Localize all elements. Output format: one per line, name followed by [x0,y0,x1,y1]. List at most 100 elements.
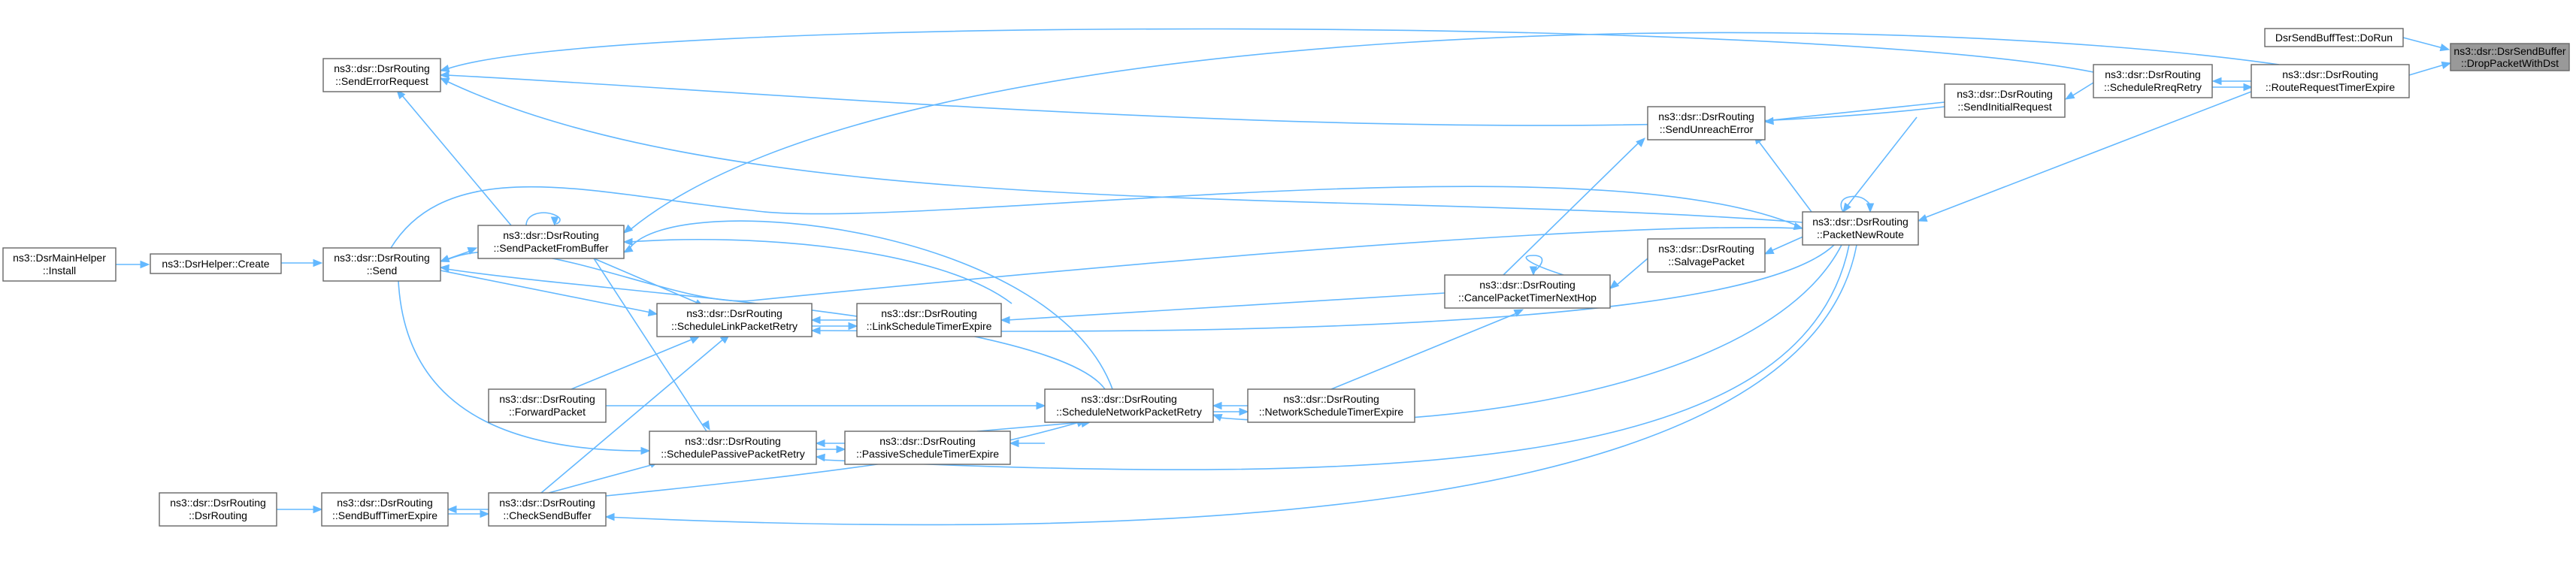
edge-arrowhead [1239,407,1249,416]
edge-50 [390,186,1804,249]
node-forward-packet[interactable]: ns3::dsr::DsrRouting ::ForwardPacket [488,388,607,423]
edge-31 [606,401,1046,410]
svg-text:ns3::dsr::DsrRouting: ns3::dsr::DsrRouting [499,393,595,405]
svg-text:::SchedulePassivePacketRetry: ::SchedulePassivePacketRetry [661,448,804,460]
node-send-buff-timer-expire[interactable]: ns3::dsr::DsrRouting ::SendBuffTimerExpi… [321,492,449,527]
svg-text:::SendBuffTimerExpire: ::SendBuffTimerExpire [332,509,437,521]
edge-3 [2212,83,2254,92]
node-dorun[interactable]: DsrSendBuffTest::DoRun [2264,28,2404,47]
edge-line [525,212,561,226]
edge-arrowhead [439,77,450,86]
edge-line [440,270,652,313]
edge-arrowhead [439,64,450,73]
svg-text:::CancelPacketTimerNextHop: ::CancelPacketTimerNextHop [1458,292,1597,304]
node-dsr-main-helper-install[interactable]: ns3::DsrMainHelper ::Install [2,247,117,282]
edge-arrowhead [1842,202,1851,213]
node-check-send-buffer[interactable]: ns3::dsr::DsrRouting ::CheckSendBuffer [488,492,607,527]
svg-text:ns3::dsr::DsrRouting: ns3::dsr::DsrRouting [1812,216,1909,228]
node-dsr-helper-create[interactable]: ns3::DsrHelper::Create [150,253,282,274]
node-drop-packet-with-dst[interactable]: ns3::dsr::DsrSendBuffer ::DropPacketWith… [2450,43,2570,71]
node-salvage-packet[interactable]: ns3::dsr::DsrRouting ::SalvagePacket [1647,238,1766,273]
edge-line [446,268,1106,390]
svg-text:::LinkScheduleTimerExpire: ::LinkScheduleTimerExpire [867,320,992,332]
edge-arrowhead [140,260,150,269]
edge-24 [1213,407,1249,416]
edge-arrowhead [1036,401,1046,410]
svg-text:ns3::dsr::DsrRouting: ns3::dsr::DsrRouting [881,307,977,319]
node-schedule-link-packet-retry[interactable]: ns3::dsr::DsrRouting ::ScheduleLinkPacke… [656,303,813,337]
edge-arrowhead [2439,43,2450,52]
svg-text:ns3::dsr::DsrRouting: ns3::dsr::DsrRouting [2105,68,2201,80]
edge-47 [525,212,561,227]
edge-line [1924,91,2252,219]
svg-text:ns3::dsr::DsrRouting: ns3::dsr::DsrRouting [1658,243,1754,255]
edge-line [401,94,512,226]
svg-text:::DropPacketWithDst: ::DropPacketWithDst [2461,57,2559,69]
svg-text:::PacketNewRoute: ::PacketNewRoute [1817,228,1904,240]
node-passive-schedule-timer-expire[interactable]: ns3::dsr::DsrRouting ::PassiveScheduleTi… [844,431,1011,465]
edge-arrowhead [2243,83,2254,92]
edge-arrowhead [467,247,478,255]
edge-arrowhead [810,316,821,325]
edge-arrowhead [1636,137,1645,147]
node-schedule-passive-packet-retry[interactable]: ns3::dsr::DsrRouting ::SchedulePassivePa… [649,431,817,465]
edge-15 [1609,258,1648,289]
edge-16 [1525,255,1564,276]
edge-38 [448,509,490,518]
edge-8 [1763,101,1945,125]
edge-arrowhead [2211,77,2222,86]
svg-text:ns3::dsr::DsrRouting: ns3::dsr::DsrRouting [2282,68,2378,80]
edge-0 [2402,37,2450,52]
edge-arrowhead [1793,222,1804,231]
svg-text:ns3::dsr::DsrRouting: ns3::dsr::DsrRouting [503,229,599,241]
edge-23 [1212,401,1248,410]
edge-arrowhead [815,439,825,448]
edge-line [1330,312,1519,390]
svg-text:ns3::dsr::DsrRouting: ns3::dsr::DsrRouting [1957,88,2053,100]
svg-text:::DsrRouting: ::DsrRouting [189,509,247,521]
node-packet-new-route[interactable]: ns3::dsr::DsrRouting ::PacketNewRoute [1802,211,1919,246]
edge-line [2071,82,2094,97]
edge-39 [277,505,323,514]
edge-line [540,337,725,494]
svg-text:::SendInitialRequest: ::SendInitialRequest [1957,101,2051,113]
edge-52 [281,258,323,267]
edge-arrowhead [313,505,323,514]
edge-arrowhead [647,308,658,317]
edge-26 [1009,439,1045,448]
edge-18 [1330,309,1524,390]
edge-arrowhead [604,512,615,521]
node-send-error-request[interactable]: ns3::dsr::DsrRouting ::SendErrorRequest [322,58,441,92]
svg-text:ns3::dsr::DsrRouting: ns3::dsr::DsrRouting [1479,279,1576,291]
edge-line [976,421,1083,432]
svg-text:::SendPacketFromBuffer: ::SendPacketFromBuffer [493,242,608,254]
edges [116,28,2452,526]
svg-text:ns3::dsr::DsrRouting: ns3::dsr::DsrRouting [1081,393,1177,405]
edge-7 [622,32,2280,234]
node-schedule-network-packet-retry[interactable]: ns3::dsr::DsrRouting ::ScheduleNetworkPa… [1044,388,1214,423]
edge-27 [815,439,845,448]
svg-text:ns3::dsr::DsrRouting: ns3::dsr::DsrRouting [686,307,782,319]
edge-line [2408,64,2445,76]
edge-42 [571,336,701,390]
svg-text:::ScheduleLinkPacketRetry: ::ScheduleLinkPacketRetry [671,320,798,332]
node-schedule-rreq-retry[interactable]: ns3::dsr::DsrRouting ::ScheduleRreqRetry [2093,64,2213,98]
node-send[interactable]: ns3::dsr::DsrRouting ::Send [322,247,441,282]
node-link-schedule-timer-expire[interactable]: ns3::dsr::DsrRouting ::LinkScheduleTimer… [856,303,1002,337]
edge-20 [810,316,857,325]
edge-line [1006,292,1445,321]
node-send-unreach-error[interactable]: ns3::dsr::DsrRouting ::SendUnreachError [1647,106,1766,140]
edge-line [1770,101,1945,121]
edge-line [446,80,1803,223]
node-dsr-routing-ctor[interactable]: ns3::dsr::DsrRouting ::DsrRouting [159,492,277,527]
node-route-request-timer-expire[interactable]: ns3::dsr::DsrRouting ::RouteRequestTimer… [2251,64,2410,98]
edge-arrowhead [1009,439,1019,448]
node-send-initial-request[interactable]: ns3::dsr::DsrRouting ::SendInitialReques… [1944,83,2066,118]
edge-51 [1840,195,1875,213]
edge-line [629,220,1113,390]
node-network-schedule-timer-expire[interactable]: ns3::dsr::DsrRouting ::NetworkScheduleTi… [1247,388,1415,423]
node-cancel-packet-timer-next-hop[interactable]: ns3::dsr::DsrRouting ::CancelPacketTimer… [1444,274,1611,309]
node-send-packet-from-buffer[interactable]: ns3::dsr::DsrRouting ::SendPacketFromBuf… [477,225,625,259]
edge-line [1615,258,1648,286]
